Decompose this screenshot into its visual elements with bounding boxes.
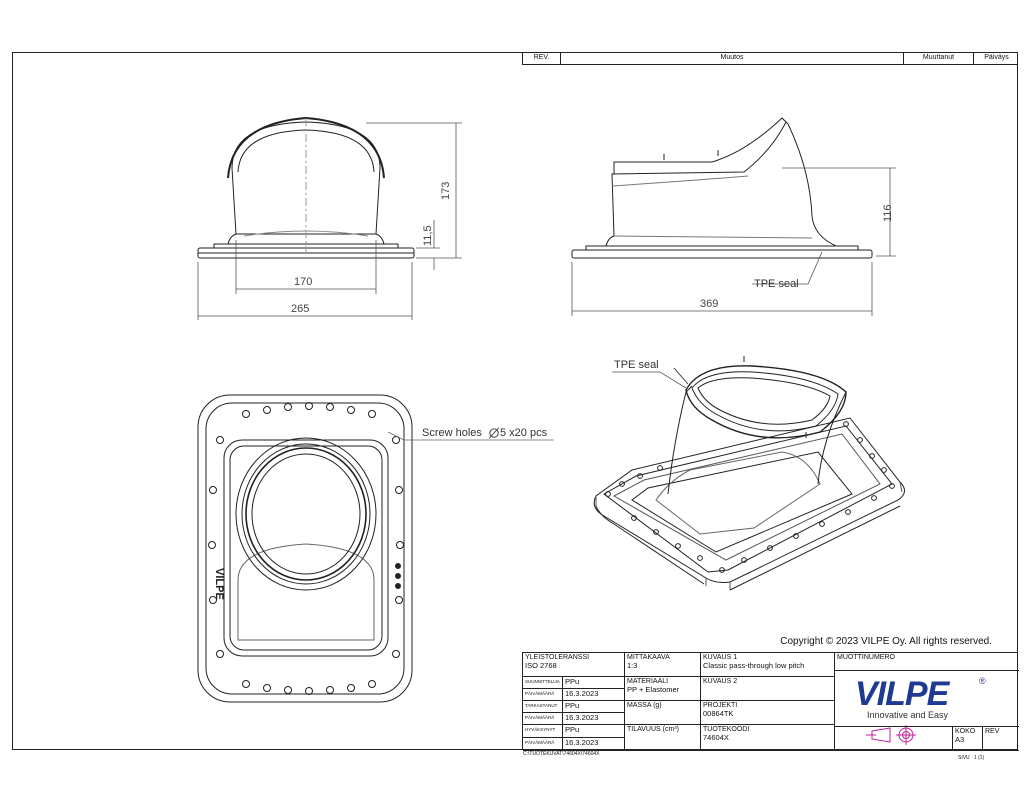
muutos-header: Muutos xyxy=(561,52,904,64)
materiaali-cell: MATERIAALI PP + Elastomer xyxy=(625,677,701,701)
side-view-seal-label: TPE seal xyxy=(754,278,799,290)
top-view-brand-mark: VILPE xyxy=(213,568,225,600)
dim-side-length: 369 xyxy=(700,298,719,310)
vilpe-logo-reg: ® xyxy=(979,676,986,686)
yleistoleranssi-cell: YLEISTOLERANSSI ISO 2768 xyxy=(523,653,625,677)
kuvaus1-cell: KUVAUS 1 Classic pass-through low pitch xyxy=(701,653,835,677)
isometric-view xyxy=(593,356,905,591)
kuvaus2-cell: KUVAUS 2 xyxy=(701,677,835,701)
dim-front-inner-width: 170 xyxy=(294,276,313,288)
dim-side-height: 116 xyxy=(882,204,894,222)
tagline: Innovative and Easy xyxy=(867,710,949,720)
drawing-sheet-border xyxy=(12,52,1018,750)
iso-view-seal-label: TPE seal xyxy=(614,359,659,371)
rev-header: REV. xyxy=(523,52,561,64)
projekti-cell: PROJEKTI 00864TK xyxy=(701,701,835,725)
side-view xyxy=(571,117,873,259)
rev-cell: REV xyxy=(983,727,1019,751)
muottinumero-cell: MUOTTINUMERO xyxy=(835,653,1019,671)
screw-holes-spec: 5 x20 pcs xyxy=(500,427,548,439)
copyright-notice: Copyright © 2023 VILPE Oy. All rights re… xyxy=(780,636,992,647)
projection-cell xyxy=(835,727,953,751)
projection-symbol-icon xyxy=(866,725,916,745)
title-block: YLEISTOLERANSSI ISO 2768 SUUNNITTELIJA P… xyxy=(522,652,1019,751)
vilpe-logo: VILPE xyxy=(855,675,949,713)
revision-table: REV. Muutos Muuttanut Päiväys xyxy=(522,52,1018,65)
front-view-dimensions xyxy=(197,122,462,320)
top-view xyxy=(197,394,554,703)
front-view xyxy=(197,116,415,262)
file-path: C:\TUOTEKUVAT\74604X\74604X xyxy=(523,751,600,757)
dim-front-outer-width: 265 xyxy=(291,303,310,315)
koko-cell: KOKO A3 xyxy=(953,727,983,751)
massa-cell: MASSA (g) xyxy=(625,701,701,725)
mittakaava-cell: MITTAKAAVA 1:3 xyxy=(625,653,701,677)
tilavuus-cell: TILAVUUS (cm³) xyxy=(625,725,701,751)
logo-cell: VILPE ® Innovative and Easy xyxy=(835,671,1019,727)
diameter-symbol-icon xyxy=(489,428,499,438)
muuttanut-header: Muuttanut xyxy=(904,52,974,64)
side-view-dimensions xyxy=(571,167,896,316)
tuotekoodi-cell: TUOTEKOODI 74604X xyxy=(701,725,835,751)
paivays-header: Päiväys xyxy=(984,54,1009,61)
sivu-indicator: SIVU 1 (1) xyxy=(958,755,985,761)
screw-holes-label: Screw holes xyxy=(422,427,482,439)
dim-front-flange-height: 11,5 xyxy=(422,225,434,246)
dim-front-height: 173 xyxy=(440,181,452,200)
